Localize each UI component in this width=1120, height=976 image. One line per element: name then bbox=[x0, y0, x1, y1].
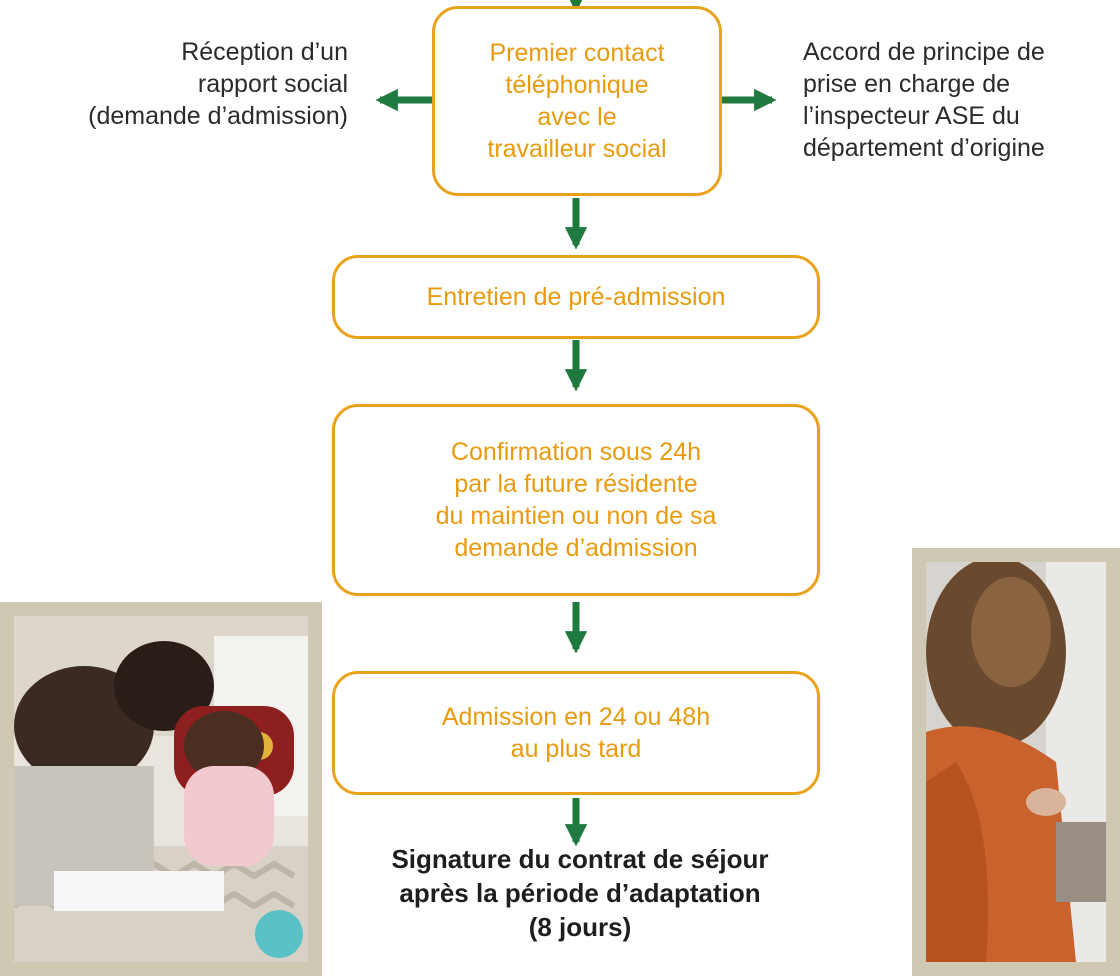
final-step-signature-contrat: Signature du contrat de séjour après la … bbox=[391, 844, 769, 942]
step-admission-label: Admission en 24 ou 48h au plus tard bbox=[441, 703, 711, 763]
step-confirmation-label: Confirmation sous 24h par la future rési… bbox=[435, 438, 717, 562]
step-premier-contact: Premier contact téléphonique avec le tra… bbox=[432, 6, 722, 196]
step-admission-24-48h: Admission en 24 ou 48h au plus tard bbox=[332, 671, 820, 795]
photo-mother-baby-drawing bbox=[14, 616, 308, 962]
step-entretien-pre-admission: Entretien de pré-admission bbox=[332, 255, 820, 339]
step-premier-contact-label: Premier contact téléphonique avec le tra… bbox=[487, 39, 667, 163]
step-entretien-label: Entretien de pré-admission bbox=[426, 283, 726, 311]
step-confirmation-24h: Confirmation sous 24h par la future rési… bbox=[332, 404, 820, 596]
side-note-accord-ase: Accord de principe de prise en charge de… bbox=[803, 38, 1045, 162]
photo-left-frame bbox=[0, 602, 322, 976]
photo-woman-orange-jacket bbox=[926, 562, 1106, 962]
side-note-rapport-social: Réception d’un rapport social (demande d… bbox=[88, 38, 348, 130]
photo-right-frame bbox=[912, 548, 1120, 976]
